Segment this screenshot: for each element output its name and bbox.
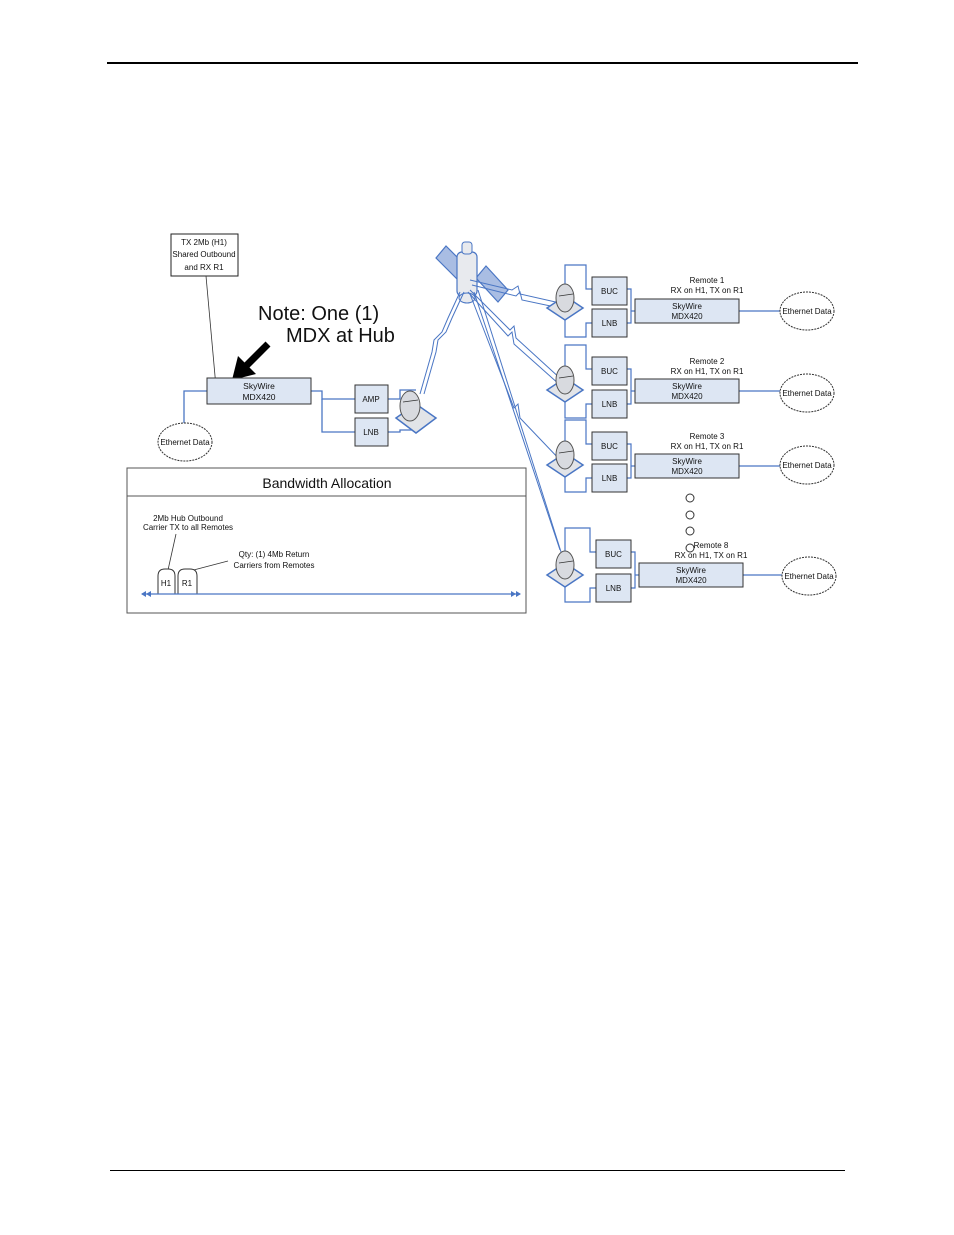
continuation-dot xyxy=(685,526,695,536)
remote-lnb-label: LNB xyxy=(602,400,618,409)
remote-buc: BUC xyxy=(595,539,632,569)
remote-station: BUC LNB Remote 3RX on H1, TX on R1 SkyWireM… xyxy=(545,419,835,493)
remote-lnb: LNB xyxy=(591,308,628,338)
remote-modem-line-2: MDX420 xyxy=(671,312,703,321)
hub-modem-line-2: MDX420 xyxy=(242,392,275,402)
remote-buc-label: BUC xyxy=(605,550,622,559)
hub-wiring xyxy=(183,389,418,433)
remote-name: Remote 2 xyxy=(690,357,725,366)
remote-ethernet-cloud: Ethernet Data xyxy=(781,556,837,596)
remote-wiring xyxy=(564,527,782,603)
hub-lnb-label: LNB xyxy=(363,428,379,437)
hub-modem-line-1: SkyWire xyxy=(243,381,275,391)
remote-description: RX on H1, TX on R1 xyxy=(675,551,748,560)
remote-buc-label: BUC xyxy=(601,287,618,296)
remote-name: Remote 3 xyxy=(690,432,725,441)
carrier-h1-label: H1 xyxy=(161,579,172,588)
hub-callout-line-1: TX 2Mb (H1) xyxy=(181,238,227,247)
hub-dish-icon xyxy=(394,390,438,434)
bandwidth-allocation-panel: Bandwidth Allocation 2Mb Hub Outbound Ca… xyxy=(126,467,527,614)
hub-modem: SkyWire MDX420 xyxy=(206,377,312,405)
remote-description: RX on H1, TX on R1 xyxy=(671,367,744,376)
header-rule xyxy=(107,62,858,64)
outbound-note-line-2: Carrier TX to all Remotes xyxy=(143,523,233,532)
bandwidth-title: Bandwidth Allocation xyxy=(262,475,391,491)
remote-lnb: LNB xyxy=(595,573,632,603)
remote-buc-label: BUC xyxy=(601,442,618,451)
remote-ethernet-cloud: Ethernet Data xyxy=(779,445,835,485)
remote-station: BUC LNB Remote 2RX on H1, TX on R1 SkyWireM… xyxy=(545,344,835,419)
remote-ethernet-cloud: Ethernet Data xyxy=(779,291,835,331)
remote-modem-line-1: SkyWire xyxy=(672,302,702,311)
remote-lnb-label: LNB xyxy=(602,474,618,483)
remote-name: Remote 1 xyxy=(690,276,725,285)
carrier-h1: H1 xyxy=(157,568,176,594)
remote-station: BUC LNB Remote 1RX on H1, TX on R1 SkyWireM… xyxy=(545,264,835,338)
continuation-dot xyxy=(685,493,695,503)
hub-note: Note: One (1) MDX at Hub xyxy=(258,303,395,347)
satellite-links xyxy=(419,279,563,556)
remote-ethernet-label: Ethernet Data xyxy=(782,389,832,398)
carrier-r1-label: R1 xyxy=(182,579,193,588)
hub-amp-label: AMP xyxy=(362,395,379,404)
remote-ethernet-cloud: Ethernet Data xyxy=(779,373,835,413)
remote-buc: BUC xyxy=(591,431,628,461)
remote-modem-line-2: MDX420 xyxy=(671,392,703,401)
hub-amp: AMP xyxy=(354,384,389,414)
remote-wiring xyxy=(564,419,780,493)
remote-dish-icon xyxy=(545,440,585,478)
remote-ethernet-label: Ethernet Data xyxy=(784,572,834,581)
footer-rule xyxy=(110,1170,845,1171)
return-note-line-1: Qty: (1) 4Mb Return xyxy=(239,550,310,559)
frequency-axis xyxy=(141,591,521,597)
remote-ethernet-label: Ethernet Data xyxy=(782,461,832,470)
remote-lnb-label: LNB xyxy=(602,319,618,328)
remote-lnb-label: LNB xyxy=(606,584,622,593)
remote-modem-line-2: MDX420 xyxy=(675,576,707,585)
remote-buc: BUC xyxy=(591,276,628,306)
hub-callout-line-3: and RX R1 xyxy=(184,263,224,272)
axis-right-arrow-icon xyxy=(516,591,521,597)
hub-ethernet-cloud: Ethernet Data xyxy=(157,422,213,462)
hub-ethernet-label: Ethernet Data xyxy=(160,438,210,447)
remote-description: RX on H1, TX on R1 xyxy=(671,286,744,295)
continuation-dot xyxy=(685,543,695,553)
remote-station: BUC LNB Remote 8RX on H1, TX on R1 SkyWireM… xyxy=(545,527,837,603)
remote-buc-label: BUC xyxy=(601,367,618,376)
remote-dish-icon xyxy=(545,365,585,403)
continuation-dots xyxy=(685,493,695,553)
hub-note-line-2: MDX at Hub xyxy=(286,325,395,347)
remote-modem-line-1: SkyWire xyxy=(676,566,706,575)
remote-dish-icon xyxy=(545,550,585,588)
remote-description: RX on H1, TX on R1 xyxy=(671,442,744,451)
hub-note-line-1: Note: One (1) xyxy=(258,303,379,325)
remote-modem-line-1: SkyWire xyxy=(672,382,702,391)
remote-lnb: LNB xyxy=(591,463,628,493)
remote-ethernet-label: Ethernet Data xyxy=(782,307,832,316)
note-arrow-icon xyxy=(232,341,271,380)
satellite-icon xyxy=(435,241,509,304)
hub-callout-line-2: Shared Outbound xyxy=(172,250,235,259)
remote-dish-icon xyxy=(545,283,585,321)
remote-wiring xyxy=(564,344,780,419)
remote-lnb: LNB xyxy=(591,389,628,419)
axis-left-arrow-icon xyxy=(141,591,146,597)
remote-modem-line-2: MDX420 xyxy=(671,467,703,476)
remote-wiring xyxy=(564,264,780,338)
hub-lnb: LNB xyxy=(354,417,389,447)
remote-buc: BUC xyxy=(591,356,628,386)
outbound-note-line-1: 2Mb Hub Outbound xyxy=(153,514,223,523)
remote-modem-line-1: SkyWire xyxy=(672,457,702,466)
carrier-r1: R1 xyxy=(177,568,198,594)
return-note-line-2: Carriers from Remotes xyxy=(234,561,315,570)
hub-callout: TX 2Mb (H1) Shared Outbound and RX R1 xyxy=(170,233,239,399)
remote-name: Remote 8 xyxy=(694,541,729,550)
continuation-dot xyxy=(685,510,695,520)
